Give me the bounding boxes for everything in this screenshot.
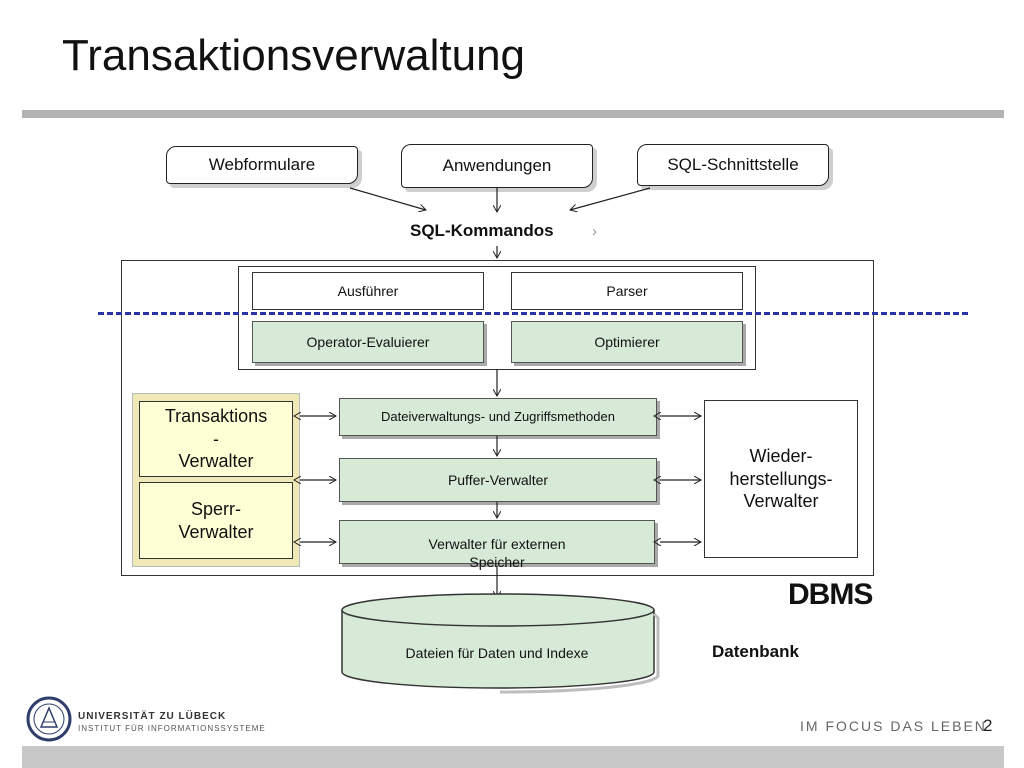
datenbank-label: Datenbank xyxy=(712,642,799,661)
anwendungen-label: Anwendungen xyxy=(442,156,552,175)
cylinder-label: Dateien für Daten und Indexe xyxy=(405,645,589,661)
dateiverwaltung-label: Dateiverwaltungs- und Zugriffsmethoden xyxy=(381,408,615,424)
university-name: UNIVERSITÄT ZU LÜBECK xyxy=(78,711,227,722)
puffer-verwalter-box: Puffer-Verwalter xyxy=(339,458,657,502)
parser-box: Parser xyxy=(511,272,743,310)
optimierer-box: Optimierer xyxy=(511,321,743,363)
wiederherstellungs-line2: herstellungs- xyxy=(729,468,833,489)
title-divider xyxy=(22,110,1004,118)
externer-speicher-label-line1: Verwalter für externen xyxy=(428,536,566,552)
optimierer-label: Optimierer xyxy=(594,333,660,350)
wiederherstellungs-line1: Wieder- xyxy=(749,446,813,467)
page-number: 2 xyxy=(983,716,993,735)
arrow-sql-schnittstelle xyxy=(570,187,651,210)
dashed-separator-line xyxy=(98,312,968,315)
page-title: Transaktionsverwaltung xyxy=(62,31,526,80)
wiederherstellungs-verwalter-box: Wieder- herstellungs- Verwalter xyxy=(704,400,858,558)
slogan: IM FOCUS DAS LEBEN xyxy=(800,718,987,734)
externer-speicher-label-line2: Speicher xyxy=(469,554,525,571)
anwendungen-box: Anwendungen xyxy=(401,144,593,188)
sql-schnittstelle-box: SQL-Schnittstelle xyxy=(637,144,829,186)
wiederherstellungs-line3: Verwalter xyxy=(743,491,819,512)
sperr-verwalter-line1: Sperr- xyxy=(190,499,241,519)
webformulare-label: Webformulare xyxy=(208,155,316,174)
externer-speicher-box: Verwalter für externen Speicher xyxy=(339,520,655,570)
ausfuehrer-label: Ausführer xyxy=(337,283,399,299)
footer-bar xyxy=(22,746,1004,768)
operator-evaluierer-label: Operator-Evaluierer xyxy=(306,333,430,350)
ausfuehrer-box: Ausführer xyxy=(252,272,484,310)
transaktions-verwalter-line1: Transaktions xyxy=(164,406,268,427)
webformulare-box: Webformulare xyxy=(166,146,358,184)
dateiverwaltung-box: Dateiverwaltungs- und Zugriffsmethoden xyxy=(339,398,657,436)
arrow-webformulare xyxy=(349,187,426,210)
institute-name: INSTITUT FÜR INFORMATIONSSYSTEME xyxy=(78,724,266,733)
sql-kommandos-mark: › xyxy=(592,223,597,240)
parser-label: Parser xyxy=(606,283,648,299)
puffer-verwalter-label: Puffer-Verwalter xyxy=(447,471,549,488)
operator-evaluierer-box: Operator-Evaluierer xyxy=(252,321,484,363)
transaktions-verwalter-box: Transaktions - Verwalter xyxy=(139,401,293,477)
sperr-verwalter-box: Sperr- Verwalter xyxy=(139,482,293,559)
transaktions-verwalter-line3: Verwalter xyxy=(178,451,254,472)
sperr-verwalter-line2: Verwalter xyxy=(178,521,254,542)
dbms-label: DBMS xyxy=(788,578,873,611)
sql-kommandos-label: SQL-Kommandos xyxy=(410,221,554,240)
sql-schnittstelle-label: SQL-Schnittstelle xyxy=(667,155,799,174)
transaktions-verwalter-line2: - xyxy=(213,428,219,449)
database-cylinder xyxy=(341,593,660,694)
university-seal-icon xyxy=(26,696,72,742)
